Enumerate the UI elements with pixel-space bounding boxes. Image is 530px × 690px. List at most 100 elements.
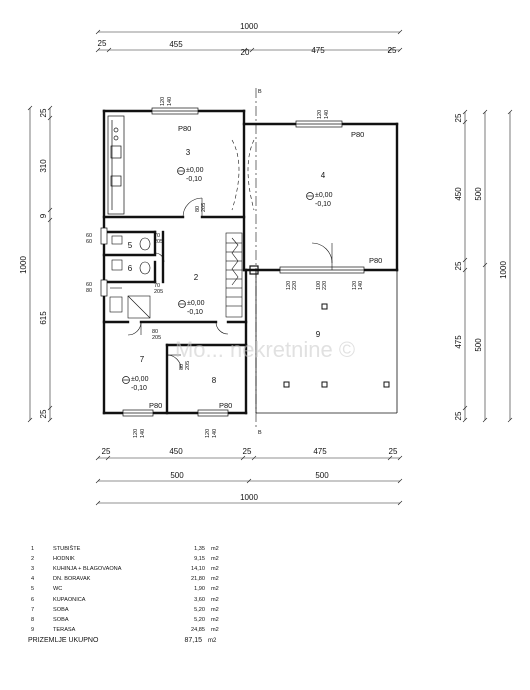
left-dim-1: 25: [39, 108, 48, 117]
door-label-5-h: 205: [154, 239, 163, 245]
walls: [102, 109, 399, 415]
legend-num: 4: [31, 576, 35, 583]
right-dim-2: 450: [454, 187, 463, 201]
p80-living: P80: [351, 130, 364, 139]
room-label-4: 4: [321, 171, 326, 180]
right-dim-3: 25: [454, 261, 463, 270]
legend-unit: m2: [211, 566, 219, 573]
level-kitchen-minus: -0,10: [186, 176, 202, 183]
legend-unit: m2: [211, 556, 219, 563]
top-dim-5: 25: [388, 46, 397, 55]
right-total-dim: 1000: [499, 261, 508, 279]
p80-living-south: P80: [369, 256, 382, 265]
legend-name: HODNIK: [53, 556, 75, 563]
left-dim-4: 615: [39, 311, 48, 325]
room-label-9: 9: [316, 330, 321, 339]
top-dimensions: [95, 29, 403, 53]
right-dim-5: 25: [454, 411, 463, 420]
left-dim-3: 9: [39, 213, 48, 218]
legend-area: 24,85: [191, 626, 205, 633]
legend-row: 7 SOBA 5,20 m2: [28, 605, 258, 615]
watermark: Mo... nekretnine ©: [175, 337, 355, 362]
legend-num: 2: [31, 556, 35, 563]
bottom-dim-5: 25: [389, 447, 398, 456]
right-dim-4: 475: [454, 335, 463, 349]
left-total-dim: 1000: [19, 256, 28, 274]
room-label-3: 3: [186, 148, 191, 157]
legend-area: 5,20: [194, 606, 205, 613]
legend-row: 2 HODNIK 9,15 m2: [28, 554, 258, 564]
win-label-room8-h: 140: [212, 429, 218, 438]
win-label-room7-h: 140: [140, 429, 146, 438]
bottom-total-dim: 1000: [240, 493, 258, 502]
legend-area: 1,35: [194, 546, 205, 553]
legend-area: 21,80: [191, 576, 205, 583]
door-label-kitchen-h: 205: [201, 203, 207, 212]
door-label-6-h: 205: [154, 289, 163, 295]
legend-name: SOBA: [53, 616, 69, 623]
top-dim-4: 475: [311, 46, 325, 55]
win-label-kitchen-w: 120: [160, 97, 166, 106]
legend-area: 5,20: [194, 616, 205, 623]
level-living-plus: ±0,00: [315, 192, 333, 199]
legend-area: 14,10: [191, 566, 205, 573]
room-label-6: 6: [128, 264, 133, 273]
win-label-6-w: 60: [86, 282, 92, 288]
section-marker-bottom: B: [258, 430, 262, 436]
legend-row: 6 KUPAONICA 3,60 m2: [28, 594, 258, 604]
right-mid-dim-2: 500: [474, 338, 483, 352]
legend-row: 5 WC 1,90 m2: [28, 584, 258, 594]
legend-name: STUBIŠTE: [53, 546, 81, 553]
windows: [100, 107, 365, 417]
bottom-dim-1: 25: [102, 447, 111, 456]
kitchen-counter: [107, 115, 125, 215]
left-dimensions: [27, 105, 53, 423]
win-label-living-w: 120: [317, 110, 323, 119]
win-label-6-h: 80: [86, 288, 92, 294]
legend-total-area: 87,15: [184, 637, 202, 645]
level-room7-plus: ±0,00: [131, 376, 149, 383]
legend-name: TERASA: [53, 626, 76, 633]
p80-kitchen: P80: [178, 124, 191, 133]
win-label-living-h: 140: [324, 110, 330, 119]
bottom-mid-dim-2: 500: [315, 471, 329, 480]
bathroom-fixtures: [109, 235, 151, 319]
legend-row: 9 TERASA 24,85 m2: [28, 625, 258, 635]
legend-name: DN. BORAVAK: [53, 576, 91, 583]
level-markers: [122, 167, 314, 384]
door-label-kitchen-w: 80: [195, 206, 201, 212]
top-dim-1: 25: [98, 39, 107, 48]
legend-num: 7: [31, 606, 35, 613]
top-dim-2: 455: [169, 40, 183, 49]
right-dim-1: 25: [454, 113, 463, 122]
legend-row: 8 SOBA 5,20 m2: [28, 615, 258, 625]
legend-num: 1: [31, 546, 35, 553]
room-label-5: 5: [128, 241, 133, 250]
legend-area: 1,90: [194, 586, 205, 593]
p80-room8: P80: [219, 401, 232, 410]
legend-total-row: PRIZEMLJE UKUPNO 87,15 m2: [28, 635, 258, 647]
bottom-dim-3: 25: [243, 447, 252, 456]
legend-num: 5: [31, 586, 35, 593]
legend-name: KUHINJA + BLAGOVAONA: [53, 566, 122, 573]
win-label-room7-w: 120: [133, 429, 139, 438]
door-arcs: [127, 197, 333, 370]
bottom-dim-2: 450: [169, 447, 183, 456]
room-label-8: 8: [212, 376, 217, 385]
floor-plan: 1000 25 455 20 475 25 25 450 25 475 25 5…: [19, 22, 513, 506]
legend-total-name: PRIZEMLJE UKUPNO: [28, 637, 99, 645]
level-living-minus: -0,10: [315, 201, 331, 208]
bottom-mid-dim-1: 500: [170, 471, 184, 480]
left-dim-2: 310: [39, 159, 48, 173]
door-label-5-w: 70: [154, 233, 160, 239]
sliding-door-dashes: [231, 139, 255, 211]
room-label-2: 2: [194, 273, 199, 282]
legend-unit: m2: [211, 616, 219, 623]
stairs: [225, 232, 243, 318]
legend-area: 9,15: [194, 556, 205, 563]
legend-unit: m2: [211, 586, 219, 593]
door-label-7-h: 205: [152, 335, 161, 341]
level-hall-plus: ±0,00: [187, 300, 205, 307]
win-label-room8-w: 120: [205, 429, 211, 438]
right-dimensions: [462, 109, 513, 423]
